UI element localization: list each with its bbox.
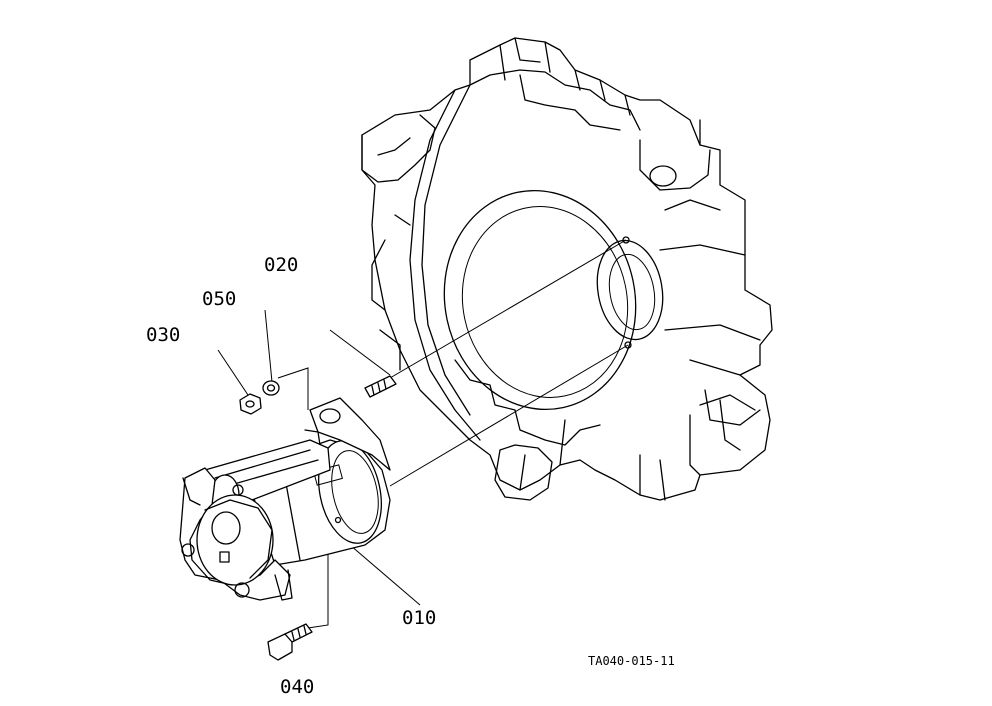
flywheel-housing <box>361 37 773 501</box>
lock-washer <box>262 380 280 396</box>
part-label-010: 010 <box>402 607 437 629</box>
part-label-050: 050 <box>202 288 237 310</box>
hex-nut <box>239 393 262 415</box>
part-label-030: 030 <box>146 324 181 346</box>
reference-code: TA040-015-11 <box>588 654 675 668</box>
stud-bolt <box>364 375 397 398</box>
part-label-040: 040 <box>280 676 315 698</box>
starter-motor <box>179 397 391 601</box>
part-label-020: 020 <box>264 254 299 276</box>
alignment-lines <box>217 239 629 629</box>
hex-bolt <box>267 623 313 661</box>
